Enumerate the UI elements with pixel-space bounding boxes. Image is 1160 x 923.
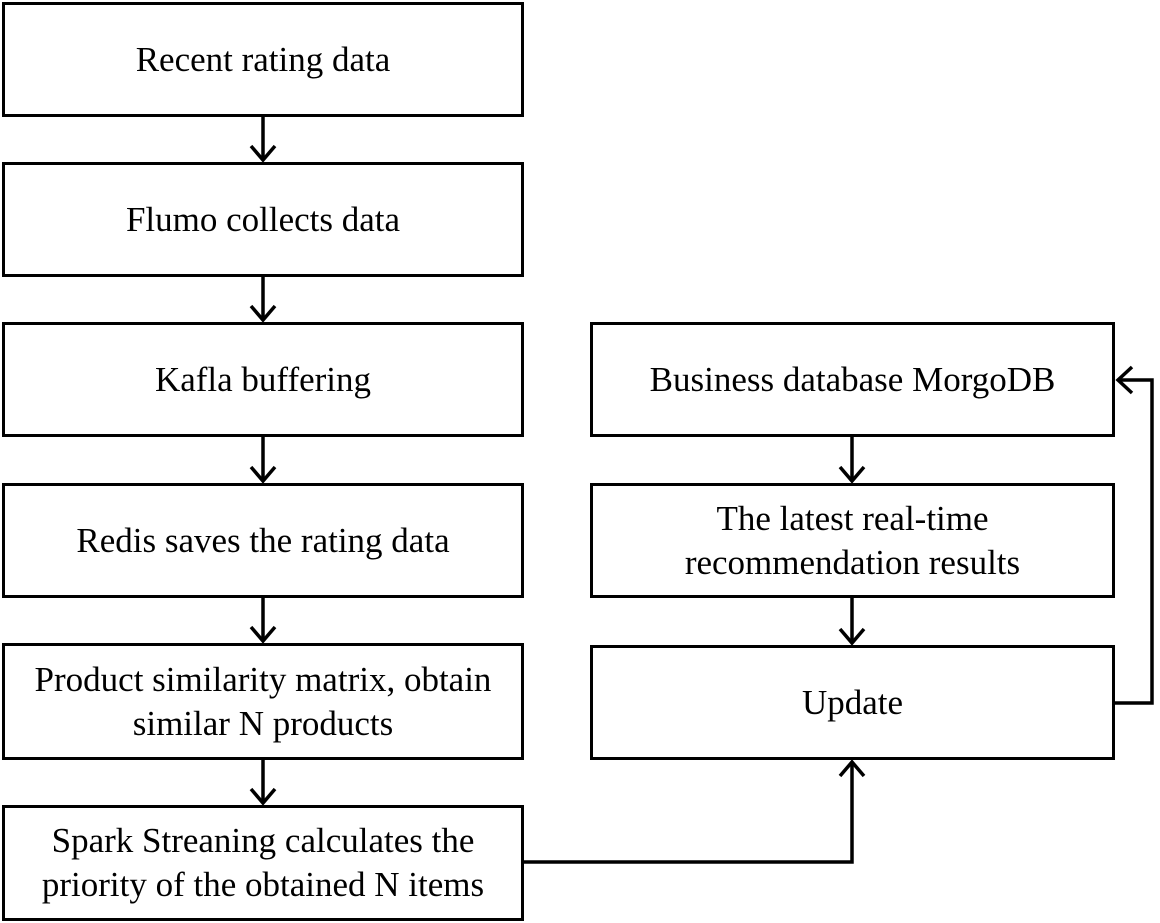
node-label: Kafla buffering (154, 359, 372, 399)
arrowhead-down-icon (249, 465, 277, 484)
arrowhead-down-icon (249, 304, 277, 323)
edge-redis-to-similarity (249, 598, 277, 644)
node-label: Business database MorgoDB (649, 359, 1056, 399)
node-label: Redis saves the rating data (76, 520, 450, 560)
edge-flumo-to-kafla (249, 277, 277, 323)
node-kafla-buffering: Kafla buffering (2, 322, 524, 437)
arrow-shaft (522, 762, 854, 864)
edge-recent-to-flumo (249, 117, 277, 163)
edge-kafla-to-redis (249, 437, 277, 484)
node-update: Update (590, 645, 1115, 760)
node-flumo-collects-data: Flumo collects data (2, 162, 524, 277)
edge-results-to-update (838, 598, 866, 646)
node-spark-streaning: Spark Streaning calculates the priority … (2, 805, 524, 921)
node-recent-rating-data: Recent rating data (2, 2, 524, 117)
node-label: The latest real-time recommendation resu… (684, 498, 1021, 582)
node-label: Recent rating data (135, 39, 391, 79)
edge-business-to-results (838, 437, 866, 484)
node-business-database: Business database MorgoDB (590, 322, 1115, 437)
arrowhead-down-icon (249, 625, 277, 644)
node-label: Flumo collects data (125, 199, 401, 239)
arrowhead-down-icon (249, 787, 277, 806)
node-latest-results: The latest real-time recommendation resu… (590, 483, 1115, 598)
arrow-shaft (1115, 378, 1154, 705)
node-label: Product similarity matrix, obtain simila… (34, 659, 492, 743)
node-label: Spark Streaning calculates the priority … (41, 821, 485, 904)
edge-spark-to-update (522, 759, 866, 864)
arrowhead-left-icon (1115, 365, 1134, 395)
node-redis-saves-rating: Redis saves the rating data (2, 483, 524, 598)
arrowhead-down-icon (838, 465, 866, 484)
arrowhead-up-icon (838, 759, 866, 778)
edge-similarity-to-spark (249, 760, 277, 806)
arrowhead-down-icon (249, 144, 277, 163)
arrowhead-down-icon (838, 627, 866, 646)
edge-update-to-business-feedback (1115, 365, 1154, 705)
node-similarity-matrix: Product similarity matrix, obtain simila… (2, 643, 524, 760)
node-label: Update (801, 682, 904, 722)
